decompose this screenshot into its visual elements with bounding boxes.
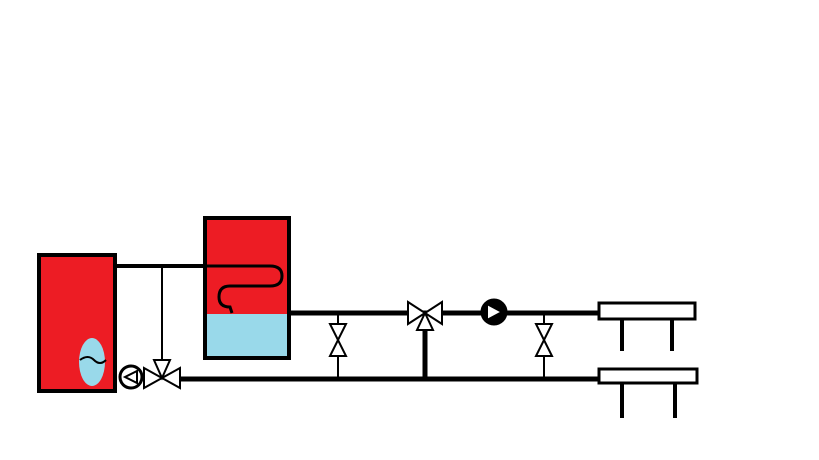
coil-icon	[205, 264, 284, 314]
mixing-valve[interactable]	[407, 300, 443, 331]
bypass-valve-1[interactable]	[328, 323, 348, 357]
boiler	[37, 253, 117, 393]
circulation-pump[interactable]	[480, 298, 508, 326]
buffer-tank-shell	[203, 216, 291, 360]
buffer-tank-cold	[205, 314, 289, 358]
boiler-sight-glass-line	[79, 356, 107, 364]
pipes	[113, 264, 603, 382]
return-pump-arrow	[122, 369, 138, 385]
return-manifold	[597, 367, 699, 418]
return-manifold-outlets	[620, 383, 677, 418]
three-way-valve-icon	[143, 359, 181, 390]
circulation-pump-arrow	[486, 302, 505, 322]
valve-icon	[328, 323, 348, 357]
return-pump[interactable]	[118, 364, 144, 390]
supply-manifold-outlets	[620, 319, 674, 351]
buffer-tank	[203, 216, 291, 360]
valve-icon	[534, 323, 554, 357]
bypass-valve-2[interactable]	[534, 323, 554, 357]
manifold-icon	[597, 301, 697, 321]
manifold-icon	[597, 367, 699, 385]
return-mixing-valve[interactable]	[143, 359, 181, 390]
three-way-valve-icon	[407, 300, 443, 331]
boiler-sight-glass-icon	[79, 338, 105, 386]
supply-manifold	[597, 301, 697, 351]
